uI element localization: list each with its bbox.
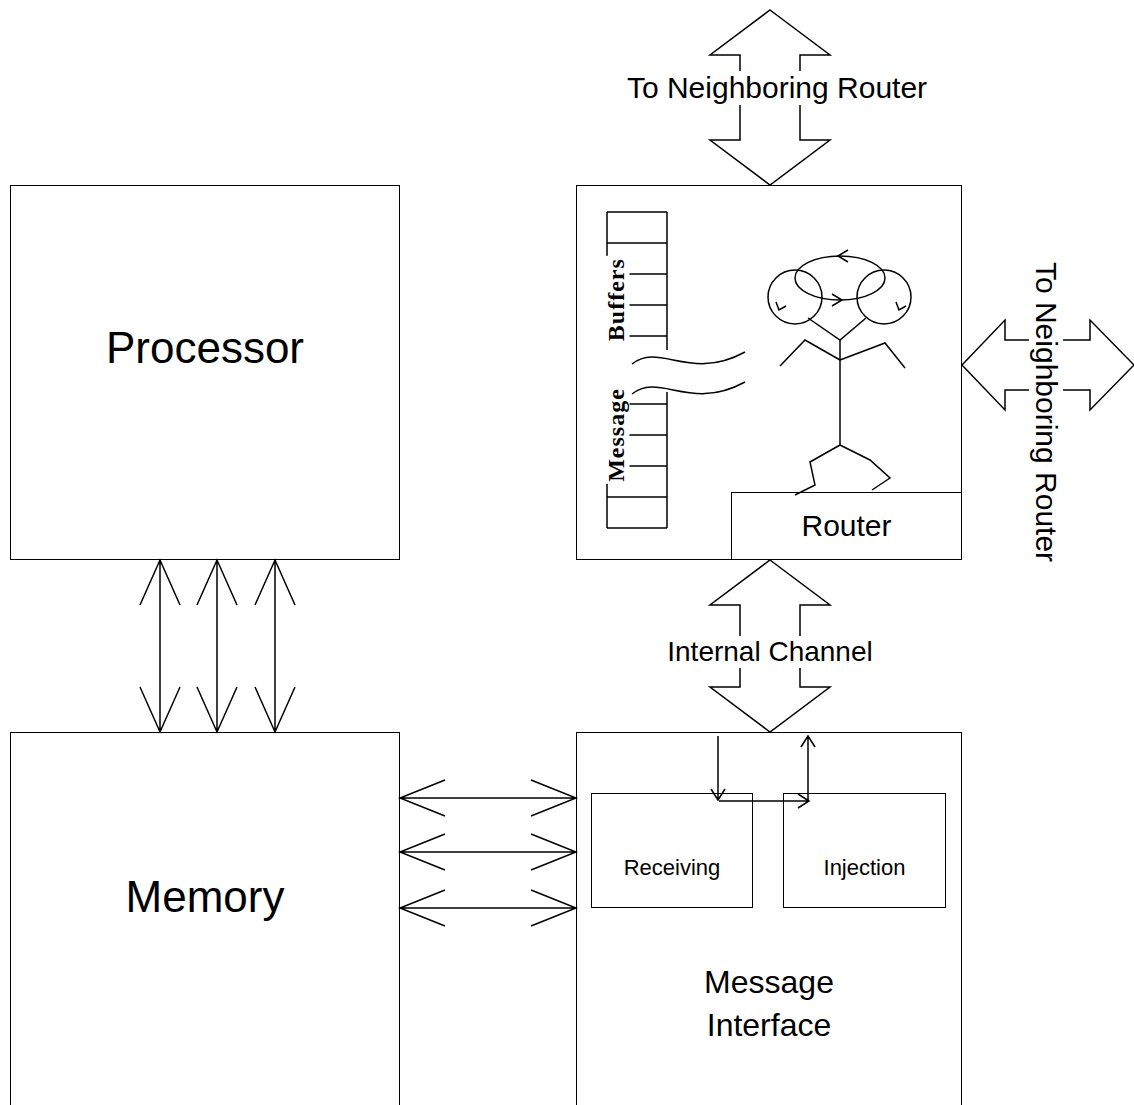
channel-label: Internal Channel — [663, 636, 876, 668]
port-label: To Neighboring Router — [1029, 258, 1063, 566]
stick-figure — [768, 250, 911, 495]
data-arrow — [400, 780, 576, 816]
interface-box: Message Interface Receiving Injection — [576, 732, 962, 1105]
data-arrow — [719, 794, 809, 808]
processor-box: Processor — [10, 185, 400, 560]
queue-box: Injection — [783, 793, 946, 908]
node-text: Processor — [106, 323, 304, 373]
buffer-label: Message Buffers — [603, 256, 630, 484]
queue-box: Receiving — [591, 793, 753, 908]
interface-flow-arrow — [711, 736, 815, 800]
memory-box: Memory — [10, 732, 400, 1105]
data-arrow — [400, 890, 576, 926]
port-label: To Neighboring Router — [623, 71, 931, 105]
data-arrow — [400, 834, 576, 870]
node-text: Receiving — [624, 855, 721, 881]
node-text: Router — [731, 492, 961, 559]
node-text: Injection — [824, 855, 906, 881]
data-arrow — [197, 560, 237, 732]
node-text: Message Interface — [654, 961, 884, 1047]
node-text: Memory — [126, 872, 285, 922]
data-arrow — [255, 560, 295, 732]
data-arrow — [140, 560, 180, 732]
router-box: Router — [576, 185, 962, 560]
